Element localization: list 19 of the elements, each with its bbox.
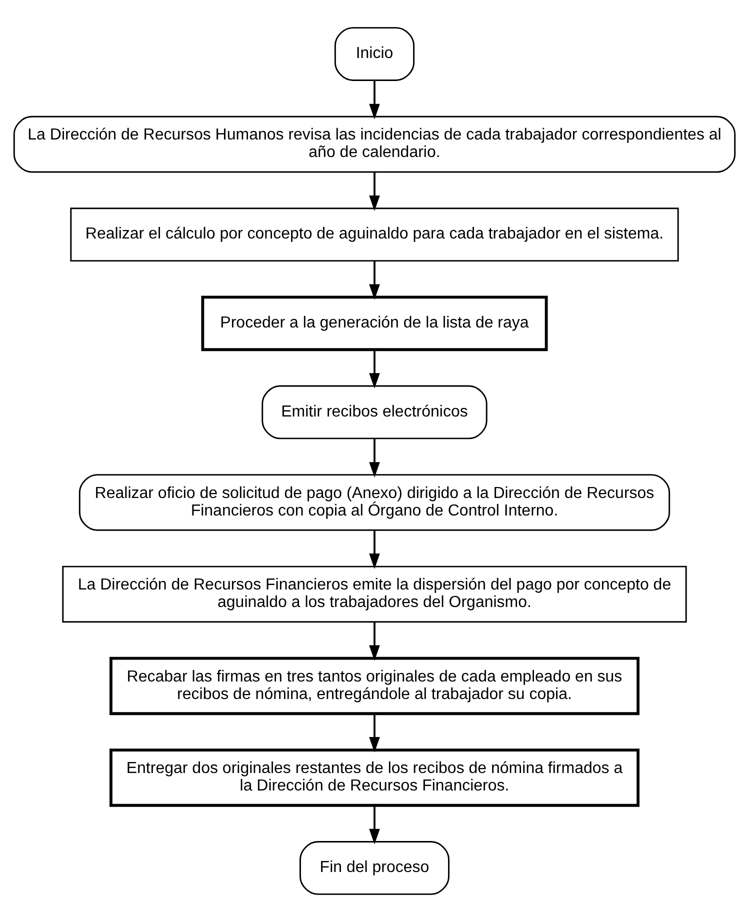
- arrow: [369, 349, 380, 388]
- node-box: Inicio: [334, 26, 415, 80]
- node-box: Fin del proceso: [300, 840, 450, 894]
- node-box: Recabar las firmas en tres tantos originales de cada empleado en sus recibos de nómina, entregándole al trabajador su copia.: [110, 656, 640, 715]
- arrow: [369, 714, 380, 752]
- node-box: La Dirección de Recursos Financieros emite la dispersión del pago por concepto de aguinaldo a los trabajadores del Organismo.: [62, 565, 687, 622]
- node-box: Realizar el cálculo por concepto de aguinaldo para cada trabajador en el sistema.: [70, 207, 679, 262]
- node-box: La Dirección de Recursos Humanos revisa las incidencias de cada trabajador correspondientes al año de calendario.: [13, 115, 736, 172]
- node-box: Emitir recibos electrónicos: [262, 384, 488, 439]
- arrow: [369, 171, 380, 210]
- node-box: Realizar oficio de solicitud de pago (Anexo) dirigido a la Dirección de Recursos Financieros con copia al Órgano de Control Interno.: [78, 474, 670, 530]
- node-box: Proceder a la generación de la lista de raya: [201, 295, 548, 351]
- arrow: [369, 260, 380, 300]
- arrow: [369, 530, 380, 568]
- node-box: Entregar dos originales restantes de los recibos de nómina firmados a la Dirección de Recursos Financieros.: [110, 748, 640, 806]
- arrow: [369, 804, 380, 844]
- arrow: [369, 438, 380, 478]
- arrow: [369, 80, 380, 119]
- arrow: [369, 622, 380, 660]
